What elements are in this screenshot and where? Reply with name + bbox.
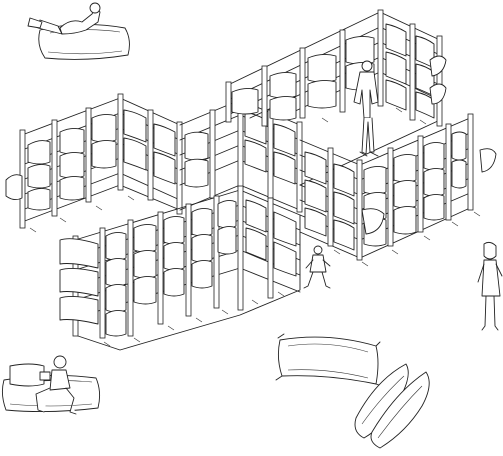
loose-cushion-center: [275, 333, 383, 387]
standing-woman-figure: [477, 241, 503, 331]
reclining-figure-on-cushion: [27, 2, 130, 60]
seated-reading-figure: [1, 355, 101, 415]
child-figure: [303, 245, 331, 289]
left-wing-frame: [5, 93, 183, 229]
front-left-wing-frame: [59, 185, 301, 351]
modular-shelving-structure: [5, 9, 497, 351]
right-wing-frame: [299, 113, 497, 261]
folded-cushions: [354, 363, 430, 449]
standing-man-figure: [353, 60, 379, 157]
frame-feet: [29, 107, 481, 347]
central-frame: [179, 97, 303, 213]
upper-right-wing-frame: [225, 9, 447, 186]
